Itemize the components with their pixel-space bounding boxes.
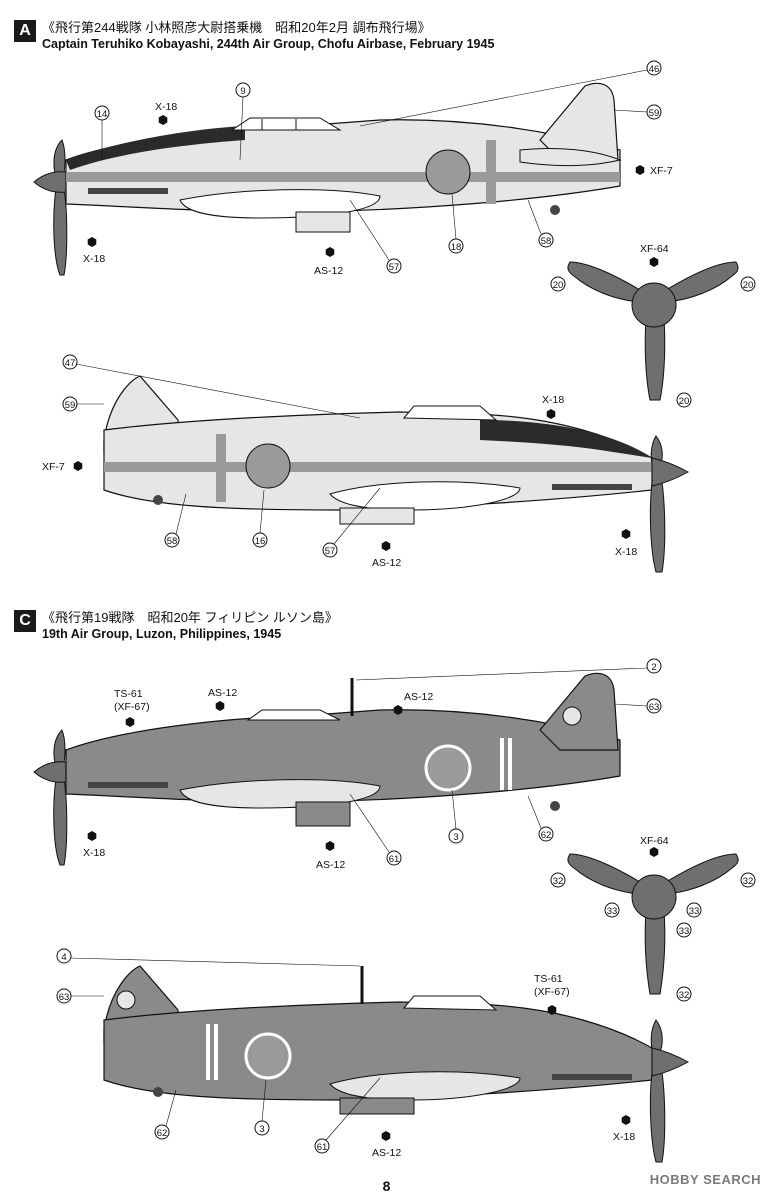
callout-x18-cr: X-18 (613, 1131, 635, 1143)
prop-c-33-left: 33 (607, 906, 618, 917)
callout-62: 62 (541, 830, 552, 841)
prop-c-32-right: 32 (743, 876, 754, 887)
section-letter-a: A (14, 20, 36, 42)
callout-16: 16 (255, 536, 266, 547)
callout-3-r: 3 (259, 1124, 264, 1135)
callout-61: 61 (389, 854, 400, 865)
section-a-title-jp: 《飛行第244戦隊 小林照彦大尉搭乗機 昭和20年2月 調布飛行場》 (42, 20, 431, 35)
callout-x18-top: X-18 (155, 101, 177, 113)
callout-47: 47 (65, 358, 76, 369)
callout-57-r: 57 (325, 546, 336, 557)
callout-9: 9 (240, 86, 245, 97)
callout-xf7: XF-7 (650, 165, 673, 177)
callouts-a-right: 47 59 XF-7 58 16 57 AS-12 X-18 X-18 (42, 354, 637, 569)
section-a-header: A 《飛行第244戦隊 小林照彦大尉搭乗機 昭和20年2月 調布飛行場》 Cap… (14, 20, 494, 52)
callout-xf7-r: XF-7 (42, 461, 65, 473)
callout-58-r: 58 (167, 536, 178, 547)
callout-x18-c: X-18 (83, 847, 105, 859)
section-letter-c: C (14, 610, 36, 632)
prop-a-20-right: 20 (743, 280, 754, 291)
propeller-a: XF-64 20 20 20 (550, 243, 756, 408)
prop-a-xf64: XF-64 (640, 243, 669, 255)
callout-xf67-r: (XF-67) (534, 986, 570, 998)
callout-61-r: 61 (317, 1142, 328, 1153)
callouts-c-left: 2 TS-61 (XF-67) AS-12 AS-12 63 3 62 61 A… (83, 658, 662, 871)
section-c-header: C 《飛行第19戦隊 昭和20年 フィリピン ルソン島》 19th Air Gr… (14, 610, 338, 642)
watermark: HOBBY SEARCH (649, 1172, 761, 1187)
callout-as12-cr: AS-12 (372, 1147, 401, 1159)
callout-46: 46 (649, 64, 660, 75)
aircraft-a-left-side (33, 82, 622, 276)
callout-59-r: 59 (65, 400, 76, 411)
callout-as12-c: AS-12 (316, 859, 345, 871)
callout-as12-r: AS-12 (372, 557, 401, 569)
aircraft-c-left-side (33, 672, 621, 866)
prop-c-32-left: 32 (553, 876, 564, 887)
callout-ts61-r: TS-61 (534, 973, 563, 985)
callouts-a-left: X-18 14 9 46 59 XF-7 18 58 57 AS-12 X-18 (83, 60, 673, 277)
prop-a-20-bottom: 20 (679, 396, 690, 407)
prop-c-xf64: XF-64 (640, 835, 669, 847)
callout-59: 59 (649, 108, 660, 119)
aircraft-a-right-side (103, 375, 690, 573)
callout-as12: AS-12 (314, 265, 343, 277)
callout-ts61: TS-61 (114, 688, 143, 700)
callout-18: 18 (451, 242, 462, 253)
callout-xf67: (XF-67) (114, 701, 150, 713)
callout-63-r: 63 (59, 992, 70, 1003)
prop-c-32-bottom: 32 (679, 990, 690, 1001)
section-c-title-jp: 《飛行第19戦隊 昭和20年 フィリピン ルソン島》 (42, 610, 338, 625)
section-c-title: 《飛行第19戦隊 昭和20年 フィリピン ルソン島》 19th Air Grou… (42, 610, 338, 642)
callout-as12-top1: AS-12 (208, 687, 237, 699)
section-a-title: 《飛行第244戦隊 小林照彦大尉搭乗機 昭和20年2月 調布飛行場》 Capta… (42, 20, 494, 52)
callout-57: 57 (389, 262, 400, 273)
callout-2: 2 (651, 662, 656, 673)
callout-x18-top-r: X-18 (542, 394, 564, 406)
prop-c-33-bottom: 33 (679, 926, 690, 937)
callout-as12-top2: AS-12 (404, 691, 433, 703)
callout-63: 63 (649, 702, 660, 713)
section-a-title-en: Captain Teruhiko Kobayashi, 244th Air Gr… (42, 37, 495, 51)
callout-58: 58 (541, 236, 552, 247)
propeller-c: XF-64 32 32 32 33 33 33 (550, 835, 756, 1002)
callout-4: 4 (61, 952, 66, 963)
callout-62-r: 62 (157, 1128, 168, 1139)
prop-a-20-left: 20 (553, 280, 564, 291)
callout-x18-bottom-r: X-18 (615, 546, 637, 558)
section-c-title-en: 19th Air Group, Luzon, Philippines, 1945 (42, 627, 282, 641)
callout-x18-bottom: X-18 (83, 253, 105, 265)
aircraft-c-right-side (103, 965, 690, 1163)
callout-3: 3 (453, 832, 458, 843)
prop-c-33-right: 33 (689, 906, 700, 917)
callouts-c-right: 4 63 TS-61 (XF-67) 62 3 61 AS-12 X-18 (56, 948, 635, 1159)
page-number: 8 (382, 1178, 391, 1194)
callout-14: 14 (97, 109, 108, 120)
